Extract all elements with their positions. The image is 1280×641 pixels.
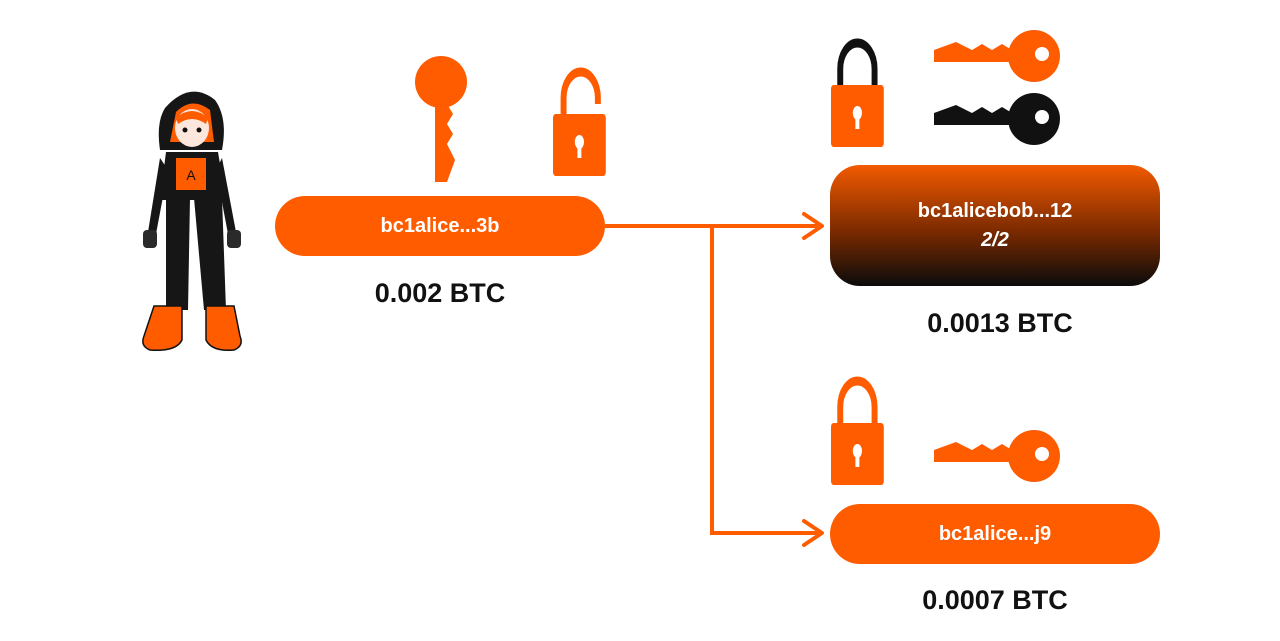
input-address-pill: bc1alice...3b <box>275 196 605 256</box>
key-icon-black <box>934 93 1060 145</box>
avatar-alice: A <box>142 91 242 352</box>
input-address-label: bc1alice...3b <box>380 214 500 237</box>
change-output-pill: bc1alice...j9 <box>830 504 1160 564</box>
multisig-amount: 0.0013 BTC <box>927 308 1073 338</box>
multisig-threshold-label: 2/2 <box>981 228 1009 251</box>
closed-padlock-icon-change <box>831 376 884 485</box>
multisig-address-label: bc1alicebob...12 <box>917 199 1073 222</box>
open-padlock-icon <box>553 67 606 176</box>
key-icon-orange <box>934 30 1060 82</box>
arrowhead-multisig <box>802 212 824 240</box>
arrowhead-change <box>802 519 824 547</box>
change-address-label: bc1alice...j9 <box>938 522 1052 545</box>
closed-padlock-icon-multisig <box>831 38 884 147</box>
key-icon-change <box>934 430 1060 482</box>
svg-text:A: A <box>186 167 196 183</box>
arrowheads <box>802 212 824 547</box>
input-amount: 0.002 BTC <box>374 278 506 308</box>
key-icon <box>415 56 467 182</box>
multisig-output-pill: bc1alicebob...12 2/2 <box>830 165 1160 286</box>
flow-lines <box>605 224 818 535</box>
flow-line-main <box>605 224 818 535</box>
change-amount: 0.0007 BTC <box>922 585 1068 615</box>
